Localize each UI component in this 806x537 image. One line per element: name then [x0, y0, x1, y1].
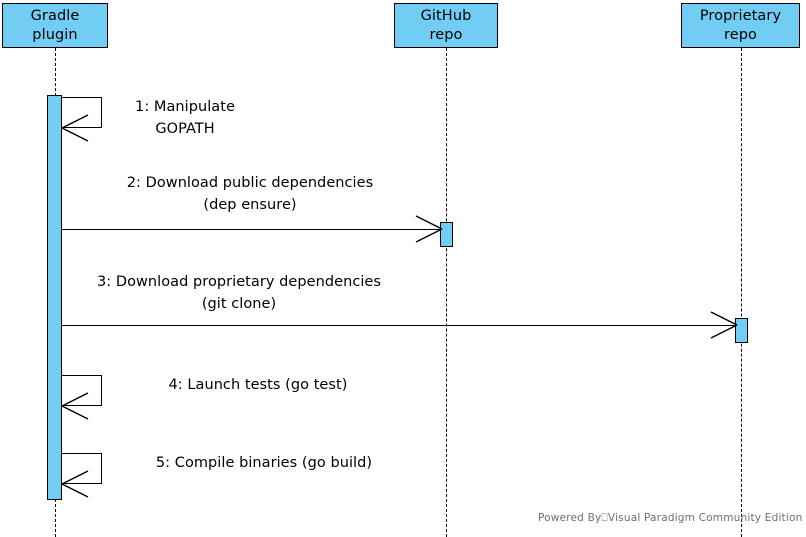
message-5-self-loop[interactable] — [62, 453, 102, 484]
message-2-line[interactable] — [62, 229, 440, 230]
lifeline-stem-proprietary — [741, 48, 742, 537]
message-4-label: 4: Launch tests (go test) — [168, 377, 348, 393]
message-4-self-loop[interactable] — [62, 375, 102, 406]
message-3-arrowhead — [710, 311, 738, 339]
lifeline-head-proprietary[interactable]: Proprietary repo — [681, 3, 800, 48]
message-1-arrowhead — [61, 114, 89, 142]
message-5-arrowhead — [61, 470, 89, 498]
message-1-label: 1: Manipulate GOPATH — [135, 99, 235, 137]
message-1-self-loop[interactable] — [62, 97, 102, 128]
message-3-label: 3: Download proprietary dependencies (gi… — [97, 274, 381, 312]
activation-bar-gradle[interactable] — [47, 95, 62, 500]
activation-bar-proprietary[interactable] — [735, 318, 748, 343]
watermark-text: Powered By⎕Visual Paradigm Community Edi… — [538, 512, 803, 524]
message-2-arrowhead — [415, 215, 443, 243]
watermark: Powered By⎕Visual Paradigm Community Edi… — [538, 512, 806, 525]
message-4-arrowhead — [61, 392, 89, 420]
message-5-label: 5: Compile binaries (go build) — [155, 455, 373, 471]
lifeline-head-gradle[interactable]: Gradle plugin — [2, 3, 108, 48]
activation-bar-github[interactable] — [440, 222, 453, 247]
lifeline-head-github[interactable]: GitHub repo — [394, 3, 498, 48]
message-2-label: 2: Download public dependencies (dep ens… — [126, 175, 374, 213]
message-3-line[interactable] — [62, 325, 735, 326]
lifeline-stem-github — [446, 48, 447, 537]
